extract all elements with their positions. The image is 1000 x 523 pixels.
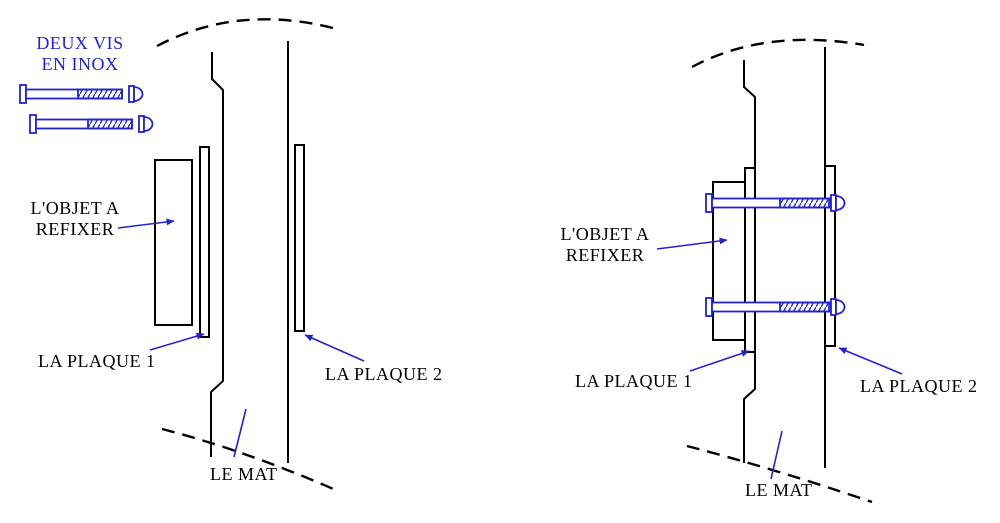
plate-2 [294, 144, 305, 332]
mast-break-top [156, 18, 334, 48]
plate1-label: LA PLAQUE 1 [575, 371, 693, 391]
plate1-label: LA PLAQUE 1 [38, 351, 156, 371]
mast-leader-line [770, 430, 783, 480]
screw-2-nut [830, 298, 846, 316]
plate-1 [199, 146, 210, 338]
screw-2-nut [138, 115, 154, 133]
screw-1-nut [830, 194, 846, 212]
plate2-label: LA PLAQUE 2 [325, 364, 443, 384]
plate1-leader-arrow [689, 350, 750, 372]
plate-2 [824, 165, 836, 347]
plate2-leader-arrow [304, 334, 365, 362]
screws-note-line2: EN INOX [42, 54, 119, 74]
mast-leader-line [233, 408, 247, 458]
plate2-leader-arrow [838, 347, 903, 375]
object-leader-arrow [656, 237, 728, 250]
mast-break-bottom [686, 444, 873, 504]
screw-1 [19, 84, 123, 104]
object-leader-arrow [117, 218, 175, 229]
object-label-line2: REFIXER [36, 219, 115, 239]
mast-label: LE MAT [210, 464, 278, 484]
object-label-line1: L'OBJET A [31, 198, 120, 218]
object-label-line1: L'OBJET A [561, 224, 650, 244]
panel-exploded: DEUX VIS EN INOX L'OBJET A REFIXER LA PL… [19, 18, 443, 493]
screws-note-line1: DEUX VIS [36, 33, 123, 53]
mast-label: LE MAT [745, 480, 813, 500]
screw-1-nut [128, 85, 144, 103]
mast-break-bottom [161, 427, 339, 493]
plate1-leader-arrow [149, 332, 205, 351]
mast-break-top [691, 38, 865, 69]
plate-1 [744, 167, 756, 353]
screw-2 [29, 114, 133, 134]
plate2-label: LA PLAQUE 2 [860, 376, 978, 396]
mast-left-edge [210, 52, 224, 457]
panel-assembled: L'OBJET A REFIXER LA PLAQUE 1 LA PLAQUE … [561, 38, 978, 504]
object-label-line2: REFIXER [566, 245, 645, 265]
object-to-refix [154, 159, 193, 326]
